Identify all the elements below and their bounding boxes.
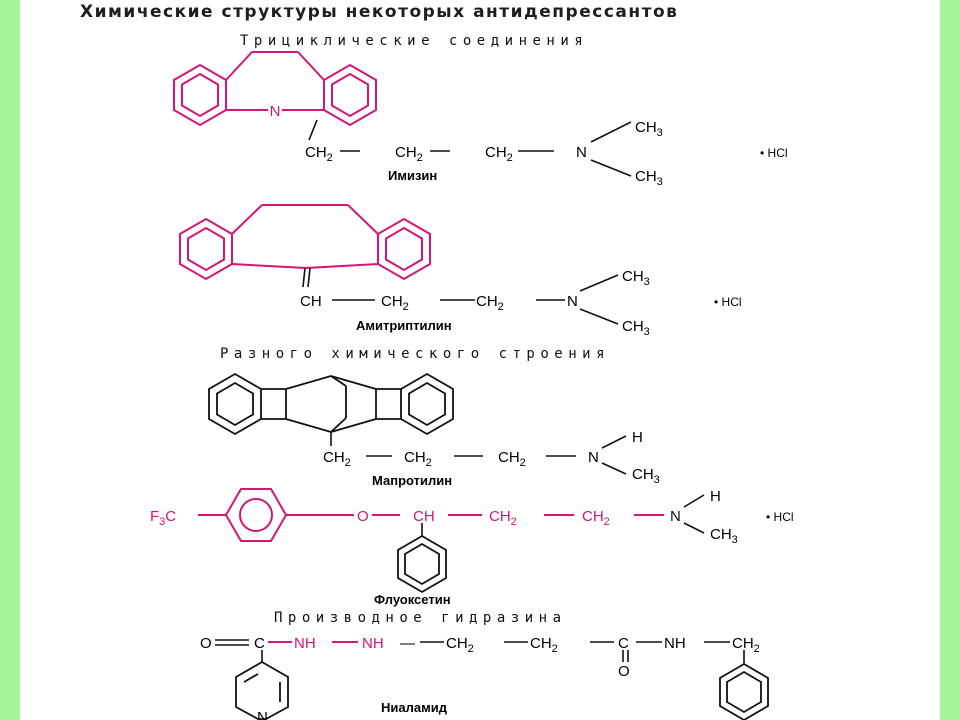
fluoxetine-f3c: F3C bbox=[150, 508, 176, 528]
maprotiline-ch2-1: CH2 bbox=[323, 449, 351, 469]
fluoxetine-name: Флуоксетин bbox=[374, 592, 451, 607]
nialamide-o-right: O bbox=[618, 663, 630, 680]
amitriptyline-ch2-1: CH2 bbox=[381, 293, 409, 313]
imizin-ch2-3: CH2 bbox=[485, 144, 513, 164]
amitriptyline-structure: CH CH2 CH2 N CH3 CH3 • HCl Амитриптилин bbox=[179, 204, 742, 338]
nialamide-c-right: C bbox=[618, 635, 629, 652]
maprotiline-structure: CH2 CH2 CH2 N H CH3 Мапротилин bbox=[208, 372, 660, 488]
imizin-hcl: • HCl bbox=[760, 146, 788, 160]
nialamide-ch2-3: CH2 bbox=[732, 635, 760, 655]
structures-canvas: N CH2 CH2 CH2 N CH3 CH3 • HCl Имизин bbox=[150, 51, 794, 720]
imizin-ch3-top: CH3 bbox=[635, 119, 663, 139]
imizin-ring-system bbox=[173, 51, 377, 127]
fluoxetine-structure: F3C O CH CH2 CH2 N H CH3 • HCl Флуоксети… bbox=[150, 488, 794, 607]
amitriptyline-ch: CH bbox=[300, 293, 322, 310]
maprotiline-h: H bbox=[632, 429, 643, 446]
imizin-ch2-2: CH2 bbox=[395, 144, 423, 164]
fluoxetine-amine-n: N bbox=[670, 508, 681, 525]
fluoxetine-ch3: CH3 bbox=[710, 526, 738, 546]
imizin-amine-n: N bbox=[576, 144, 587, 161]
fluoxetine-ch2-2: CH2 bbox=[582, 508, 610, 528]
amitriptyline-ch3-top: CH3 bbox=[622, 268, 650, 288]
nialamide-nh-3: NH bbox=[664, 635, 686, 652]
slide: N CH2 CH2 CH2 N CH3 CH3 • HCl Имизин bbox=[20, 0, 940, 720]
nialamide-pyridine-n: N bbox=[257, 709, 268, 720]
section-tricyclic: Трициклические соединения bbox=[240, 33, 589, 49]
nialamide-nh-2: NH bbox=[362, 635, 384, 652]
fluoxetine-hcl: • HCl bbox=[766, 510, 794, 524]
nialamide-ch2-2: CH2 bbox=[530, 635, 558, 655]
fluoxetine-ch: CH bbox=[413, 508, 435, 525]
maprotiline-ch3: CH3 bbox=[632, 466, 660, 486]
fluoxetine-o: O bbox=[357, 508, 369, 525]
amitriptyline-ch3-bottom: CH3 bbox=[622, 318, 650, 338]
amitriptyline-hcl: • HCl bbox=[714, 295, 742, 309]
imizin-structure: N CH2 CH2 CH2 N CH3 CH3 • HCl Имизин bbox=[173, 51, 788, 188]
nialamide-benzyl-ring bbox=[719, 662, 769, 720]
maprotiline-ch2-2: CH2 bbox=[404, 449, 432, 469]
amitriptyline-ring-system bbox=[179, 204, 431, 281]
imizin-ch2-1: CH2 bbox=[305, 144, 333, 164]
fluoxetine-ch2-1: CH2 bbox=[489, 508, 517, 528]
amitriptyline-name: Амитриптилин bbox=[356, 318, 452, 333]
imizin-ch3-bottom: CH3 bbox=[635, 168, 663, 188]
nialamide-ch2-1: CH2 bbox=[446, 635, 474, 655]
nialamide-c-left: C bbox=[254, 635, 265, 652]
amitriptyline-amine-n: N bbox=[567, 293, 578, 310]
fluoxetine-h: H bbox=[710, 488, 721, 505]
section-hydrazine: Производное гидразина bbox=[274, 610, 567, 626]
nialamide-o-left: O bbox=[200, 635, 212, 652]
nialamide-pyridine-ring bbox=[235, 660, 289, 720]
fluoxetine-phenyl-ring bbox=[397, 534, 447, 594]
nialamide-nh-1: NH bbox=[294, 635, 316, 652]
imizin-ring-nitrogen: N bbox=[270, 103, 281, 120]
maprotiline-ch2-3: CH2 bbox=[498, 449, 526, 469]
amitriptyline-ch2-2: CH2 bbox=[476, 293, 504, 313]
slide-title: Химические структуры некоторых антидепре… bbox=[80, 2, 679, 22]
maprotiline-ring-system bbox=[208, 372, 454, 436]
nialamide-bond-dash: — bbox=[400, 635, 415, 652]
imizin-name: Имизин bbox=[388, 168, 437, 183]
fluoxetine-para-ring bbox=[198, 488, 664, 542]
nialamide-name: Ниаламид bbox=[381, 700, 448, 715]
maprotiline-name: Мапротилин bbox=[372, 473, 452, 488]
section-other: Разного химического строения bbox=[220, 346, 611, 362]
maprotiline-amine-n: N bbox=[588, 449, 599, 466]
nialamide-structure: O C NH NH — CH2 CH2 C O NH CH2 bbox=[200, 635, 769, 720]
